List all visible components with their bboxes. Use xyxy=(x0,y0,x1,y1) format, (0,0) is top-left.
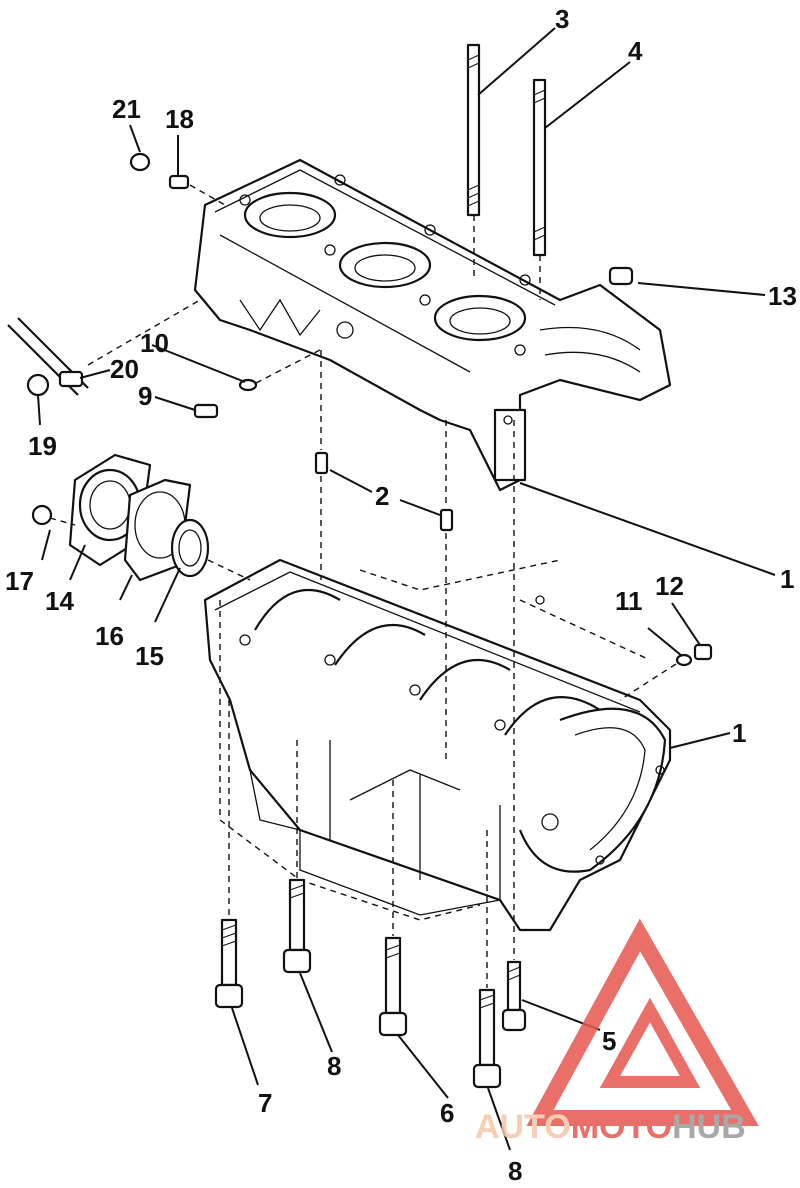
label-part-5: 5 xyxy=(602,1026,616,1056)
label-part-21: 21 xyxy=(112,94,141,124)
leader-lines xyxy=(37,27,776,1151)
fitting-11-12 xyxy=(619,643,713,701)
fitting-9-10 xyxy=(193,349,321,419)
label-part-12: 12 xyxy=(655,571,684,601)
label-part-1-upper: 1 xyxy=(780,564,794,594)
label-part-14: 14 xyxy=(45,586,74,616)
bolt-6 xyxy=(378,780,408,1037)
label-part-11: 11 xyxy=(615,586,643,616)
bolt-8-right xyxy=(472,830,502,1089)
label-part-9: 9 xyxy=(138,381,152,411)
watermark-hub: HUB xyxy=(672,1108,746,1146)
label-part-16: 16 xyxy=(95,621,124,651)
part-labels: 3 4 21 18 13 10 20 9 19 2 1 17 14 16 15 … xyxy=(5,4,797,1186)
bolt-8-left xyxy=(282,740,312,974)
watermark-auto: AUTO xyxy=(475,1108,571,1146)
upper-crankcase xyxy=(193,158,672,492)
bolt-5 xyxy=(501,420,527,1032)
lower-crankcase xyxy=(203,558,672,932)
label-part-8-right: 8 xyxy=(508,1156,522,1186)
label-part-15: 15 xyxy=(135,641,164,671)
dowel-pins xyxy=(314,350,454,760)
svg-text:AUTOMOTOHUB: AUTOMOTOHUB xyxy=(475,1108,746,1146)
label-part-10: 10 xyxy=(140,328,169,358)
label-part-4: 4 xyxy=(628,36,643,66)
label-part-18: 18 xyxy=(165,104,194,134)
label-part-19: 19 xyxy=(28,431,57,461)
plug-21 xyxy=(129,152,151,172)
seal-retainer-assembly xyxy=(31,453,251,582)
label-part-17: 17 xyxy=(5,566,34,596)
label-part-3: 3 xyxy=(555,4,569,34)
watermark-moto: MOTO xyxy=(571,1108,672,1146)
stud-4 xyxy=(532,78,547,257)
label-part-1-lower: 1 xyxy=(732,718,746,748)
label-part-8-left: 8 xyxy=(327,1051,341,1081)
label-part-20: 20 xyxy=(110,354,139,384)
label-part-6: 6 xyxy=(440,1098,454,1128)
tube-fitting-19-20 xyxy=(7,299,201,397)
label-part-13: 13 xyxy=(768,281,797,311)
label-part-2: 2 xyxy=(375,481,389,511)
stud-3 xyxy=(466,43,481,217)
bolt-7 xyxy=(214,700,244,1009)
watermark-logo: AUTOMOTOHUB xyxy=(475,918,759,1146)
label-part-7: 7 xyxy=(258,1088,272,1118)
plug-13 xyxy=(608,266,634,286)
